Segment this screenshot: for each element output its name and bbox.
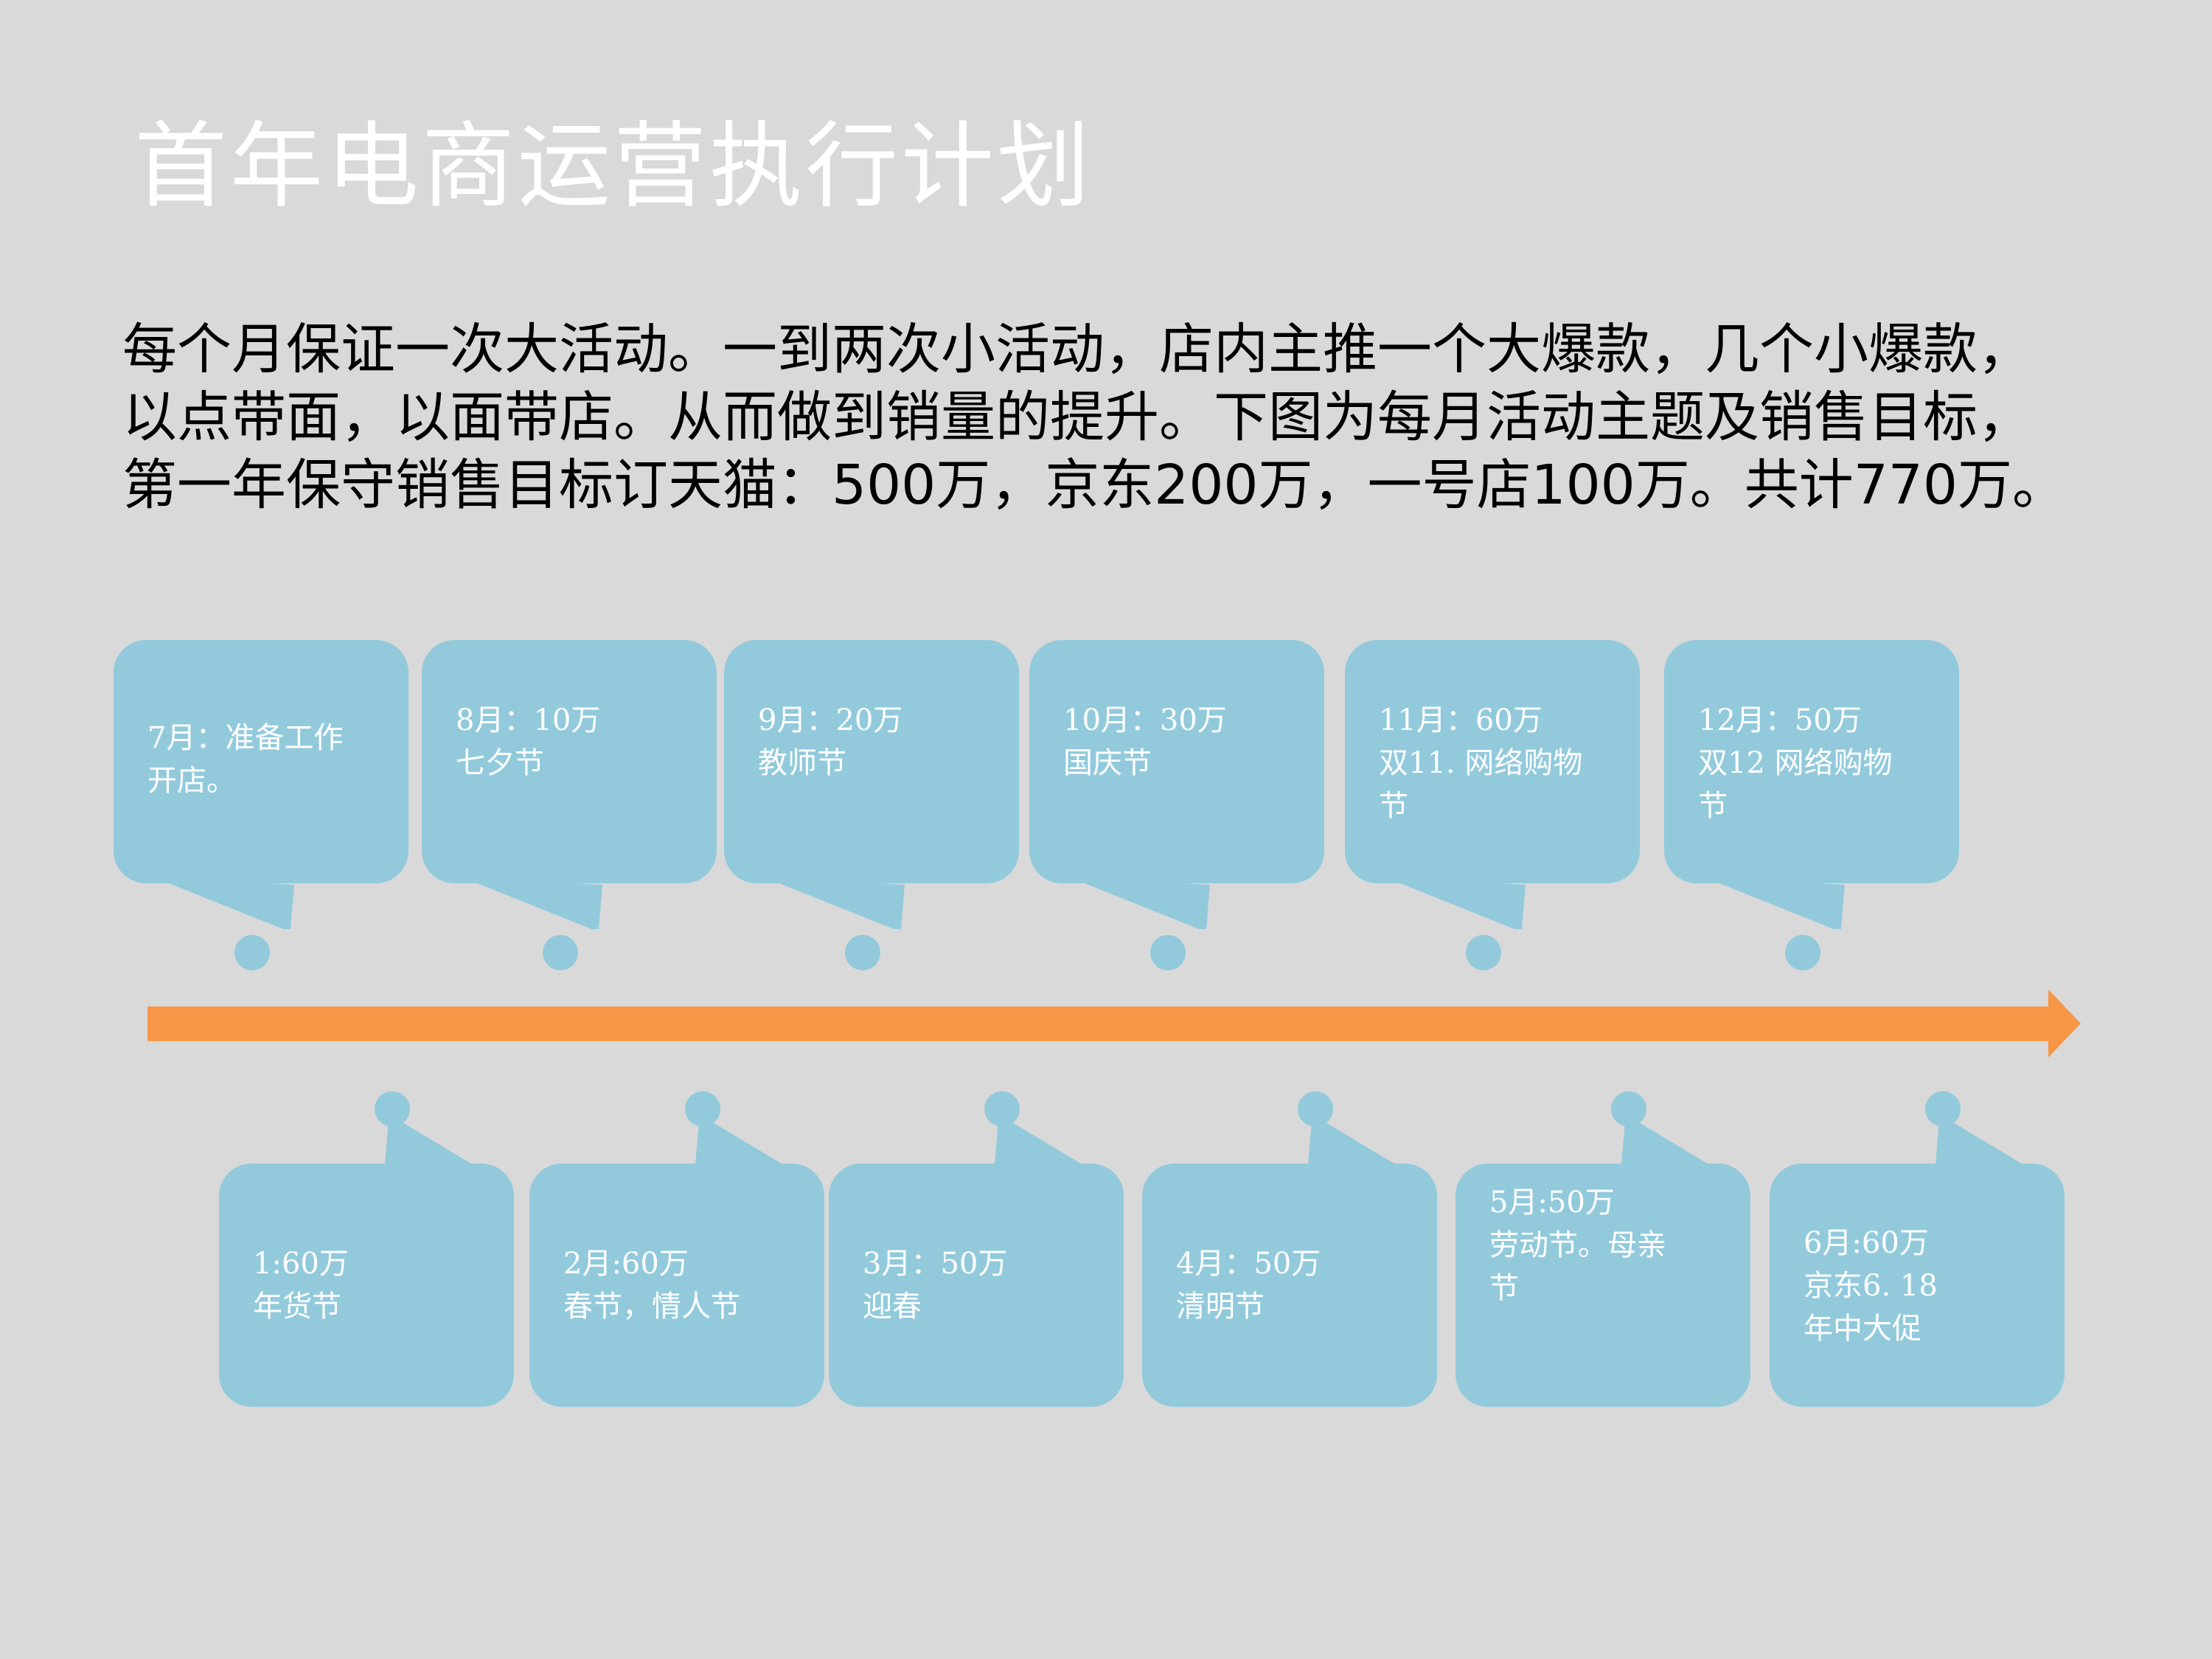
bubble-line: 开店。: [147, 764, 236, 798]
bubble-line: 劳动节。母亲: [1489, 1228, 1666, 1262]
bubble-line: 春节，情人节: [563, 1290, 740, 1324]
bottom-bubble-tail: [1935, 1121, 2024, 1165]
bubble-line: 节: [1489, 1271, 1519, 1305]
top-bubble-1-text: 7月：准备工作 开店。: [147, 717, 343, 802]
timeline-arrow: [147, 990, 2081, 1057]
top-bubble-5-text: 11月：60万 双11. 网络购物 节: [1379, 699, 1582, 827]
bubble-line: 节: [1698, 789, 1728, 823]
bubble-line: 10月：30万: [1063, 703, 1227, 737]
bottom-bubble-5-text: 5月:50万 劳动节。母亲 节: [1489, 1181, 1666, 1310]
bubble-line: 七夕节: [456, 746, 544, 780]
top-bubbles: [114, 640, 1959, 970]
top-bubble-6: [1664, 640, 1959, 883]
bottom-bubble-3: [829, 1164, 1124, 1407]
top-bubble-5: [1345, 640, 1640, 883]
top-bubble-3-text: 9月：20万 教师节: [758, 699, 902, 785]
top-bubble-2: [422, 640, 717, 883]
top-bubble-dot: [1785, 935, 1820, 970]
top-bubble-4: [1029, 640, 1324, 883]
bottom-bubble-tail: [385, 1121, 473, 1165]
bottom-bubbles: [219, 1091, 2065, 1407]
top-bubble-tail: [473, 882, 602, 929]
bottom-bubble-tail: [1621, 1121, 1710, 1165]
top-bubble-dot: [1466, 935, 1501, 970]
bubble-line: 清明节: [1176, 1290, 1265, 1324]
bottom-bubble-tail: [1308, 1121, 1397, 1165]
bottom-bubble-tail: [695, 1121, 784, 1165]
bottom-bubble-dot: [375, 1091, 410, 1127]
top-bubble-2-text: 8月：10万 七夕节: [456, 699, 600, 785]
bubble-line: 迎春: [863, 1290, 922, 1324]
bottom-bubble-6: [1770, 1164, 2065, 1407]
bottom-bubble-dot: [984, 1091, 1020, 1127]
bottom-bubble-4: [1142, 1164, 1437, 1407]
bottom-bubble-1: [219, 1164, 514, 1407]
bubble-line: 3月：50万: [863, 1247, 1008, 1281]
bubble-line: 京东6. 18: [1804, 1269, 1938, 1303]
bottom-bubble-4-text: 4月：50万 清明节: [1176, 1242, 1321, 1328]
top-bubble-3: [724, 640, 1019, 883]
top-bubble-tail: [776, 882, 905, 929]
top-bubble-dot: [543, 935, 578, 970]
bubble-line: 年中大促: [1804, 1312, 1921, 1346]
bottom-bubble-tail: [995, 1121, 1083, 1165]
bottom-bubble-5: [1455, 1164, 1750, 1407]
bubble-line: 5月:50万: [1489, 1186, 1615, 1220]
bubble-line: 双12 网络购物: [1698, 746, 1893, 780]
top-bubble-6-text: 12月：50万 双12 网络购物 节: [1698, 699, 1893, 827]
bubble-line: 8月：10万: [456, 703, 601, 737]
top-bubble-tail: [1081, 882, 1210, 929]
top-bubble-tail: [165, 882, 294, 929]
top-bubble-4-text: 10月：30万 国庆节: [1063, 699, 1227, 785]
bubble-line: 7月：准备工作: [147, 721, 344, 755]
bubble-line: 节: [1379, 789, 1408, 823]
slide-title: 首年电商运营执行计划: [134, 112, 1093, 220]
bottom-bubble-dot: [685, 1091, 720, 1127]
bubble-line: 国庆节: [1063, 746, 1152, 780]
top-bubble-dot: [1150, 935, 1186, 970]
bubble-line: 4月：50万: [1176, 1247, 1321, 1281]
bubble-line: 年货节: [253, 1290, 341, 1324]
bottom-bubble-1-text: 1:60万 年货节: [253, 1242, 349, 1328]
intro-text: 每个月保证一次大活动。一到两次小活动，店内主推一个大爆款，几个小爆款， 以点带面…: [122, 316, 2128, 519]
bottom-bubble-dot: [1298, 1091, 1333, 1127]
bubble-line: 12月：50万: [1698, 703, 1862, 737]
bottom-bubble-dot: [1611, 1091, 1646, 1127]
bottom-bubble-dot: [1925, 1091, 1961, 1127]
top-bubble-dot: [845, 935, 880, 970]
bottom-bubble-2-text: 2月:60万 春节，情人节: [563, 1242, 740, 1328]
bottom-bubble-3-text: 3月：50万 迎春: [863, 1242, 1007, 1328]
bottom-bubble-2: [529, 1164, 824, 1407]
bubble-line: 1:60万: [253, 1247, 349, 1281]
intro-line: 第一年保守销售目标订天猫：500万，京东200万，一号店100万。共计770万。: [122, 453, 2067, 517]
bubble-line: 6月:60万: [1804, 1226, 1929, 1260]
top-bubble-dot: [234, 935, 270, 970]
top-bubble-tail: [1397, 882, 1526, 929]
intro-line: 以点带面，以面带店。从而做到销量的提升。下图为每月活动主题及销售目标，: [122, 386, 2032, 449]
bubble-line: 9月：20万: [758, 703, 903, 737]
top-bubble-tail: [1716, 882, 1845, 929]
bubble-line: 2月:60万: [563, 1247, 689, 1281]
bubble-line: 教师节: [758, 746, 846, 780]
bottom-bubble-6-text: 6月:60万 京东6. 18 年中大促: [1804, 1222, 1938, 1350]
bubble-line: 双11. 网络购物: [1379, 746, 1583, 780]
bubble-line: 11月：60万: [1379, 703, 1543, 737]
intro-line: 每个月保证一次大活动。一到两次小活动，店内主推一个大爆款，几个小爆款，: [122, 318, 2032, 381]
top-bubble-1: [114, 640, 408, 883]
